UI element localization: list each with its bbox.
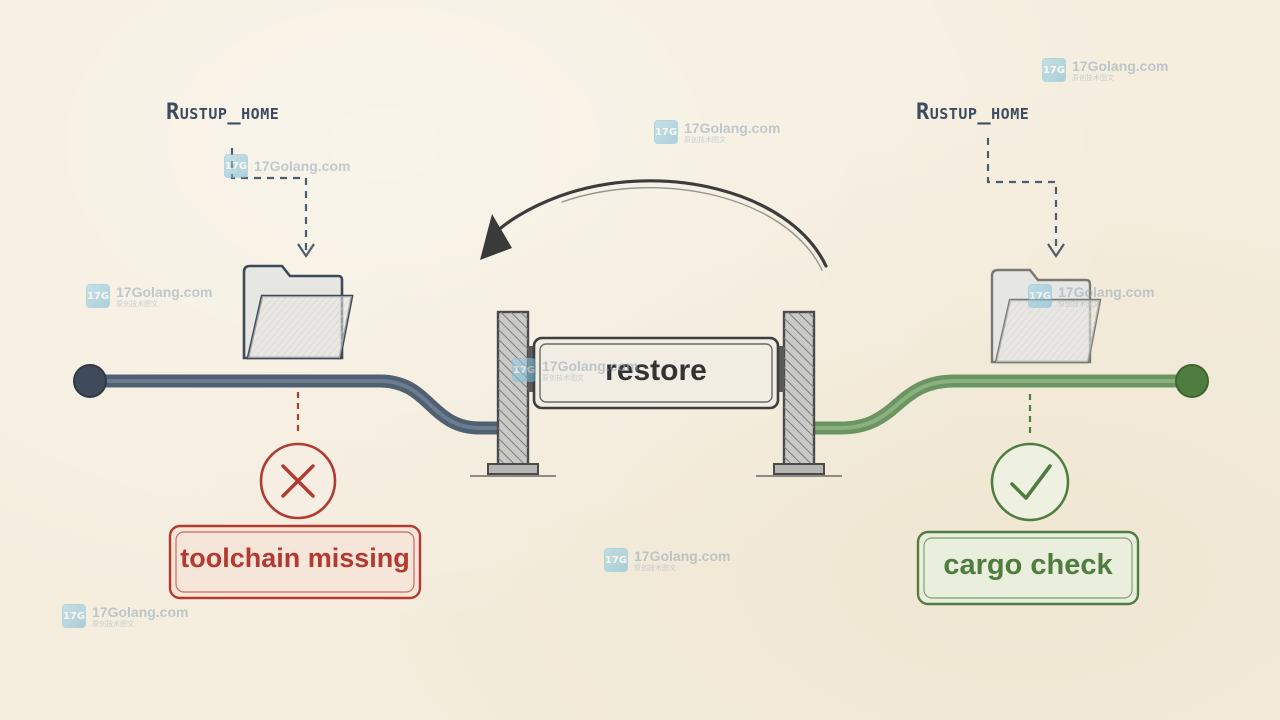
right-env-arrowhead	[1047, 243, 1065, 258]
left-status-label: toolchain missing	[180, 543, 410, 573]
right-status-label: cargo check	[943, 549, 1113, 581]
right-env-connector	[986, 138, 1058, 252]
left-env-arrowhead	[297, 243, 315, 258]
left-status-box	[168, 524, 422, 600]
right-track-endpoint	[1175, 364, 1209, 398]
folder-icon	[242, 264, 354, 360]
right-track	[805, 374, 1197, 435]
gate-right-post	[756, 310, 842, 477]
gate-label: restore	[605, 354, 707, 387]
left-env-label: Rustup_home	[166, 100, 280, 125]
left-track-endpoint	[73, 364, 107, 398]
left-env-connector	[230, 148, 308, 252]
left-track	[83, 374, 509, 435]
right-env-label: Rustup_home	[916, 100, 1030, 125]
right-status-box	[916, 530, 1140, 606]
checkmark-icon	[990, 442, 1070, 522]
restore-arrow	[480, 179, 828, 271]
gate-left-post	[470, 310, 556, 477]
x-mark-icon	[259, 442, 337, 520]
folder-icon	[990, 268, 1102, 364]
